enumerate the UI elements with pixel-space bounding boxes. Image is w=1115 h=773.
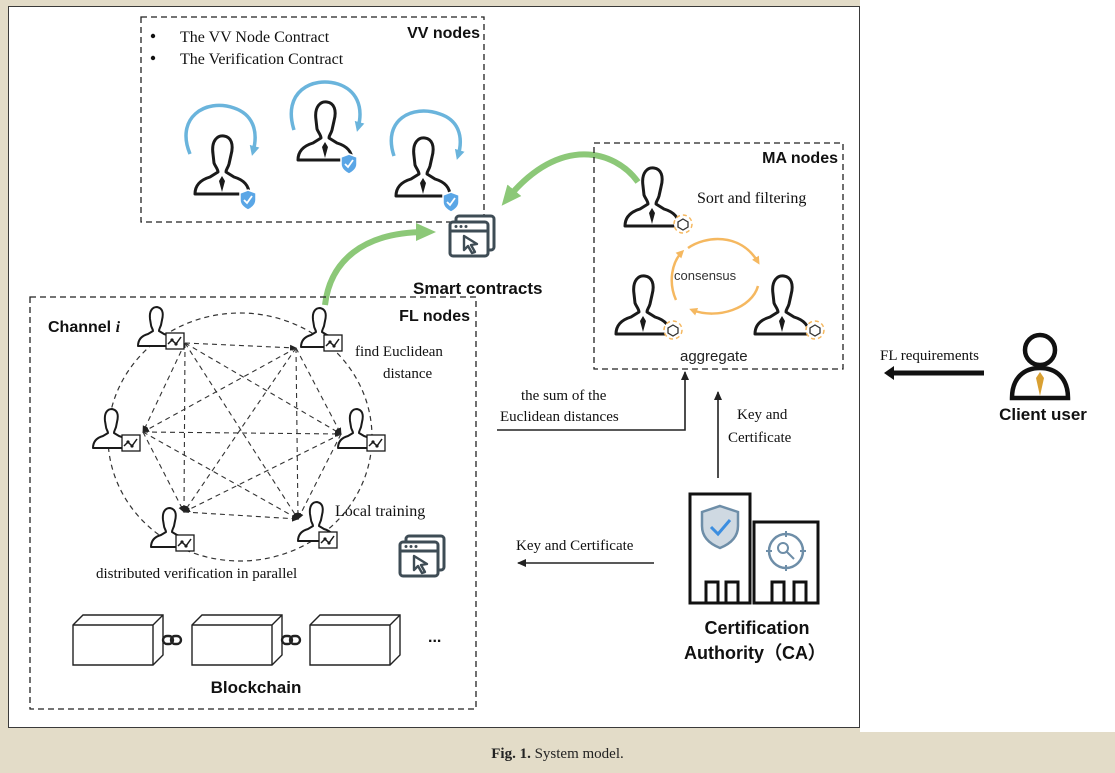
smart-contract-window-icon[interactable] bbox=[448, 214, 496, 258]
ca-shield-icon bbox=[700, 504, 740, 550]
channel-label: Channel i bbox=[48, 319, 121, 336]
person-icon bbox=[394, 136, 452, 198]
fl-mesh-links bbox=[142, 342, 342, 522]
consensus-label: consensus bbox=[674, 268, 737, 283]
block-icon bbox=[72, 614, 164, 666]
bullet-dot bbox=[150, 33, 156, 39]
vv-nodes-group: VV nodes The VV Node Contract The Verifi… bbox=[140, 16, 485, 223]
fl-node-badge-icon bbox=[323, 334, 343, 352]
ca-group: Certification Authority（CA） bbox=[684, 492, 826, 663]
euclid-label-line1: find Euclidean bbox=[355, 344, 443, 360]
local-contract-window-icon[interactable] bbox=[398, 534, 446, 578]
rotate-arrow-icon bbox=[289, 80, 365, 132]
figure-caption: Fig. 1. System model. bbox=[0, 746, 1115, 763]
fl-node-badge-icon bbox=[121, 434, 141, 452]
blockchain-group: ... Blockchain bbox=[72, 614, 441, 697]
ma-node-badge-icon bbox=[673, 214, 693, 234]
cycle-arrow-icon bbox=[670, 249, 685, 301]
ma-node-badge-icon bbox=[663, 320, 683, 340]
ca-label-line2: Authority（CA） bbox=[684, 643, 826, 663]
verified-shield-icon bbox=[239, 189, 257, 211]
vv-node-3 bbox=[389, 109, 465, 213]
key-cert-left-label: Key and Certificate bbox=[516, 538, 634, 554]
person-icon bbox=[614, 274, 672, 336]
sum-label-line2: Euclidean distances bbox=[500, 409, 619, 425]
euclid-label-line2: distance bbox=[383, 366, 432, 382]
vv-nodes-title: VV nodes bbox=[407, 25, 480, 42]
fl-node-badge-icon bbox=[366, 434, 386, 452]
green-arrow-ma-to-vv bbox=[501, 151, 641, 206]
block-icon bbox=[309, 614, 401, 666]
block-icon bbox=[191, 614, 283, 666]
vv-bullet-1: The VV Node Contract bbox=[180, 29, 330, 46]
caption-text: System model. bbox=[534, 746, 624, 762]
sort-filter-label: Sort and filtering bbox=[697, 190, 806, 207]
vv-bullet-2: The Verification Contract bbox=[180, 51, 344, 68]
fl-node-badge-icon bbox=[165, 332, 185, 350]
ma-node-badge-icon bbox=[805, 320, 825, 340]
verified-shield-icon bbox=[340, 153, 358, 175]
vv-node-2 bbox=[289, 80, 365, 175]
local-training-label: Local training bbox=[335, 503, 425, 520]
client-user-label: Client user bbox=[999, 405, 1087, 424]
person-icon bbox=[193, 134, 251, 196]
sum-label-line1: the sum of the bbox=[521, 388, 607, 404]
key-cert-up-line1: Key and bbox=[737, 407, 788, 423]
fl-node-badge-icon bbox=[318, 531, 338, 549]
smart-contracts-group[interactable]: Smart contracts bbox=[413, 214, 542, 298]
rotate-arrow-icon bbox=[184, 103, 260, 156]
fl-nodes-group: FL nodes Channel i bbox=[29, 296, 477, 710]
verification-label: distributed verification in parallel bbox=[96, 566, 297, 582]
fl-nodes-box bbox=[29, 296, 477, 710]
right-strip bbox=[860, 0, 1115, 732]
system-model-diagram: VV nodes The VV Node Contract The Verifi… bbox=[29, 16, 1087, 710]
fl-requirements-label: FL requirements bbox=[880, 348, 979, 364]
sum-arrow bbox=[497, 371, 689, 431]
person-icon bbox=[296, 100, 354, 162]
fl-nodes-title: FL nodes bbox=[399, 308, 470, 325]
person-icon bbox=[753, 274, 811, 336]
blockchain-ellipsis: ... bbox=[428, 629, 441, 646]
fl-node-badge-icon bbox=[175, 534, 195, 552]
key-cert-up-line2: Certificate bbox=[728, 430, 792, 446]
client-user-icon bbox=[1009, 332, 1071, 401]
client-user-group: Client user bbox=[999, 332, 1087, 424]
figure-panel bbox=[8, 6, 860, 728]
fl-requirements-arrowhead bbox=[884, 366, 894, 380]
ma-nodes-title: MA nodes bbox=[762, 150, 838, 167]
ca-label-line1: Certification bbox=[704, 618, 809, 638]
verified-shield-icon bbox=[442, 191, 460, 213]
smart-contracts-label: Smart contracts bbox=[413, 279, 542, 298]
cycle-arrow-icon bbox=[687, 237, 760, 265]
ma-nodes-group: MA nodes Sort and filtering consensus ag… bbox=[593, 142, 844, 370]
cycle-arrow-icon bbox=[689, 285, 760, 316]
caption-label: Fig. 1. bbox=[491, 746, 531, 762]
connector-arrows: the sum of the Euclidean distances Key a… bbox=[497, 348, 984, 567]
vv-node-1 bbox=[184, 103, 260, 211]
blockchain-label: Blockchain bbox=[211, 678, 302, 697]
aggregate-label: aggregate bbox=[680, 348, 748, 365]
consensus-cycle: consensus bbox=[670, 237, 760, 316]
ma-nodes-box bbox=[593, 142, 844, 370]
chain-link-icon bbox=[280, 634, 302, 646]
chain-link-icon bbox=[161, 634, 183, 646]
bullet-dot bbox=[150, 55, 156, 61]
green-arrow-fl-to-contracts bbox=[322, 223, 436, 306]
ca-building-icon bbox=[688, 492, 820, 605]
vv-nodes-box bbox=[140, 16, 485, 223]
rotate-arrow-icon bbox=[389, 109, 465, 160]
